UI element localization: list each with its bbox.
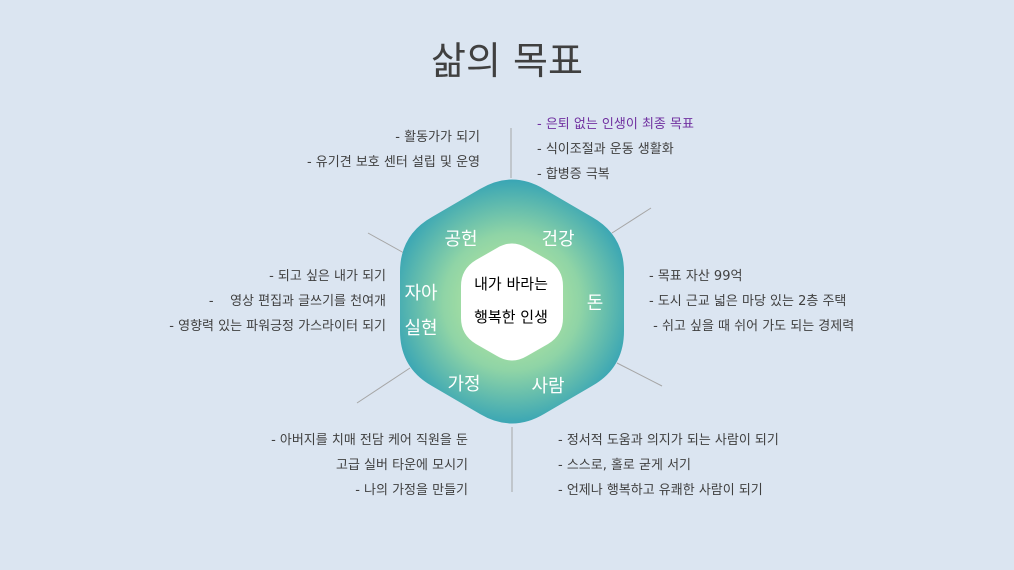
segment-label-health: 건강 <box>541 229 575 250</box>
note-line: - 되고 싶은 내가 되기 <box>269 269 386 284</box>
notes-self: - 되고 싶은 내가 되기 - 영상 편집과 글쓰기를 천여개 - 영향력 있는… <box>169 264 386 339</box>
page-title: 삶의 목표 <box>431 39 583 83</box>
center-text-line1: 내가 바라는 <box>474 275 548 293</box>
note-line: - 도시 근교 넓은 마당 있는 2층 주택 <box>649 294 847 309</box>
note-line: - 영향력 있는 파워긍정 가스라이터 되기 <box>169 319 386 334</box>
center-text: 내가 바라는 행복한 인생 <box>452 268 570 334</box>
notes-family: - 아버지를 치매 전담 케어 직원을 둔 고급 실버 타운에 모시기 - 나의… <box>271 428 468 503</box>
segment-label-family: 가정 <box>447 374 481 395</box>
note-line: - 식이조절과 운동 생활화 <box>537 142 674 157</box>
note-line: - 영상 편집과 글쓰기를 천여개 <box>208 294 386 309</box>
note-line: - 목표 자산 99억 <box>649 269 743 284</box>
inner-hexagon <box>461 243 563 361</box>
note-line: - 스스로, 홀로 굳게 서기 <box>558 458 691 473</box>
notes-people: - 정서적 도움과 의지가 되는 사람이 되기 - 스스로, 홀로 굳게 서기 … <box>558 428 779 503</box>
segment-label-self-line1: 자아 <box>404 283 438 304</box>
note-line: - 쉬고 싶을 때 쉬어 가도 되는 경제력 <box>649 319 855 334</box>
note-line: - 아버지를 치매 전담 케어 직원을 둔 <box>271 433 468 448</box>
note-line-highlight: - 은퇴 없는 인생이 최종 목표 <box>537 117 694 132</box>
center-text-line2: 행복한 인생 <box>474 308 548 326</box>
note-line: - 정서적 도움과 의지가 되는 사람이 되기 <box>558 433 779 448</box>
segment-label-money: 돈 <box>586 293 604 314</box>
notes-contribution: - 활동가가 되기 - 유기견 보호 센터 설립 및 운영 <box>307 125 480 175</box>
note-line: - 나의 가정을 만들기 <box>355 483 468 498</box>
segment-label-contribution: 공헌 <box>444 229 478 250</box>
connector-line-money <box>611 207 652 234</box>
connector-line-self <box>367 232 405 254</box>
notes-money: - 목표 자산 99억 - 도시 근교 넓은 마당 있는 2층 주택 - 쉬고 … <box>649 264 854 339</box>
note-line: - 언제나 행복하고 유쾌한 사람이 되기 <box>558 483 763 498</box>
note-line: - 합병증 극복 <box>537 167 610 182</box>
note-line: - 활동가가 되기 <box>395 130 480 145</box>
segment-label-people: 사람 <box>531 376 565 397</box>
notes-health: - 은퇴 없는 인생이 최종 목표 - 식이조절과 운동 생활화 - 합병증 극… <box>537 112 694 187</box>
connector-line-people <box>616 362 663 387</box>
segment-label-self-line2: 실현 <box>404 318 438 339</box>
connector-line-family <box>356 367 411 404</box>
note-line: 고급 실버 타운에 모시기 <box>336 458 468 473</box>
note-line: - 유기견 보호 센터 설립 및 운영 <box>306 155 480 170</box>
